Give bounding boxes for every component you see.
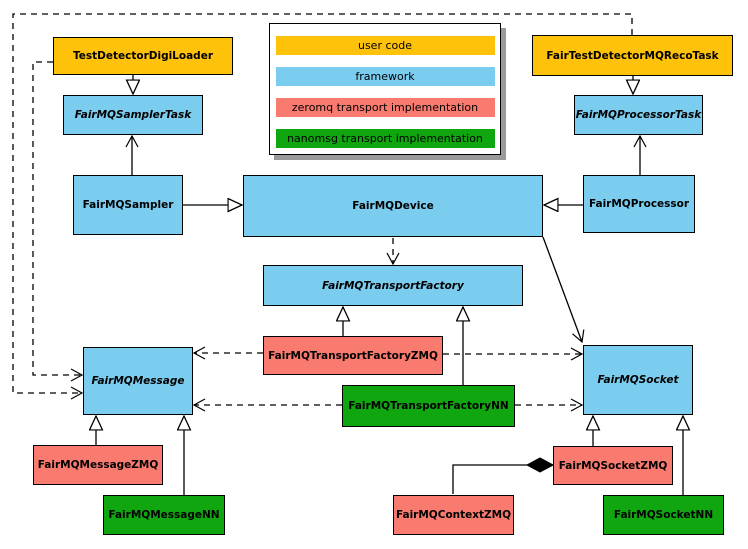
node-fairmq-socket: FairMQSocket <box>583 345 693 415</box>
node-fairmq-message-zmq: FairMQMessageZMQ <box>33 445 163 485</box>
node-fairmq-device: FairMQDevice <box>243 175 543 237</box>
node-fair-test-detector-mq-reco-task: FairTestDetectorMQRecoTask <box>532 35 733 76</box>
legend-item-framework: framework <box>275 67 495 86</box>
node-fairmq-sampler-task: FairMQSamplerTask <box>63 95 203 135</box>
legend-item-user-code: user code <box>275 36 495 55</box>
node-fairmq-socket-zmq: FairMQSocketZMQ <box>553 446 673 485</box>
edge-socketzmq-contextzmq <box>452 465 553 494</box>
node-fairmq-transport-factory-nn: FairMQTransportFactoryNN <box>342 385 515 427</box>
node-fairmq-sampler: FairMQSampler <box>73 175 183 235</box>
node-fairmq-message-nn: FairMQMessageNN <box>103 495 225 535</box>
legend: user code framework zeromq transport imp… <box>269 23 501 155</box>
node-fairmq-socket-nn: FairMQSocketNN <box>603 495 724 535</box>
edge-device-socket <box>542 236 585 344</box>
node-fairmq-transport-factory: FairMQTransportFactory <box>263 265 523 306</box>
node-fairmq-processor-task: FairMQProcessorTask <box>574 95 703 135</box>
legend-item-nanomsg: nanomsg transport implementation <box>275 129 495 148</box>
node-fairmq-transport-factory-zmq: FairMQTransportFactoryZMQ <box>263 336 443 375</box>
node-fairmq-processor: FairMQProcessor <box>583 175 695 233</box>
node-test-detector-digi-loader: TestDetectorDigiLoader <box>53 37 233 75</box>
legend-item-zeromq: zeromq transport implementation <box>275 98 495 117</box>
node-fairmq-message: FairMQMessage <box>83 347 193 415</box>
node-fairmq-context-zmq: FairMQContextZMQ <box>393 495 514 535</box>
